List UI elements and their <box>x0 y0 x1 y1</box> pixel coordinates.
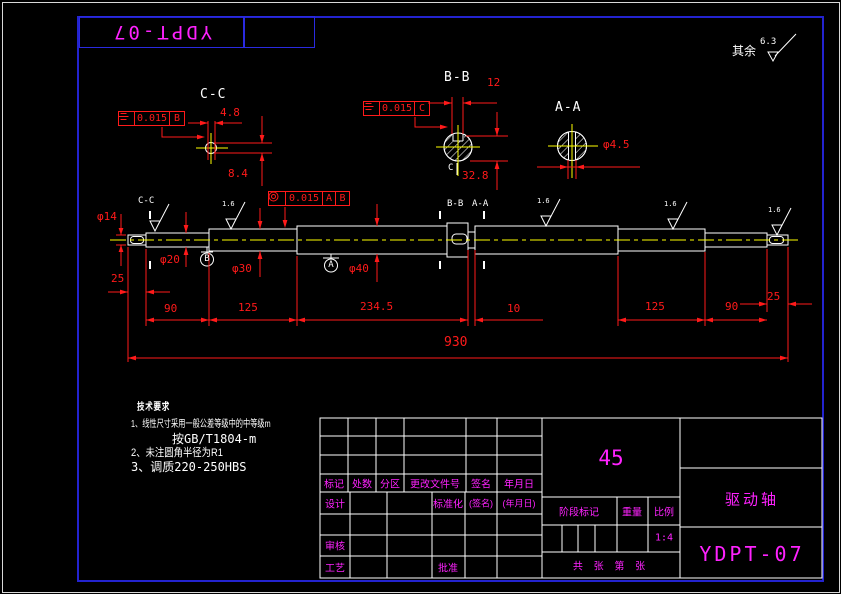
tb-sheet-note: 共 张 第 张 <box>572 561 650 573</box>
cut-label-aa: A-A <box>472 199 489 209</box>
dim-125-left: 125 <box>238 301 258 314</box>
fcf-symmetry-cc: 0.015 B <box>118 111 185 126</box>
tb-part-name: 驱动轴 <box>724 491 780 509</box>
datum-a-label: A <box>328 260 334 270</box>
fcf-cc-datum: B <box>169 111 185 126</box>
tb-process-label: 工艺 <box>325 563 345 575</box>
tb-standard-label: 标准化 <box>433 499 463 511</box>
fcf-bb-value: 0.015 <box>379 101 415 116</box>
tech-req-line1: 1、线性尺寸采用一般公差等级中的中等级m <box>131 419 271 430</box>
rest-roughness-label: 其余 <box>732 44 757 58</box>
dim-10: 10 <box>507 302 521 315</box>
dim-phi14: φ14 <box>97 210 117 223</box>
datum-b-label: B <box>204 254 210 264</box>
dim-cc-8-4: 8.4 <box>228 167 248 180</box>
fcf-main-datum2: B <box>335 191 350 206</box>
dim-bb-12: 12 <box>487 76 501 89</box>
dim-125-right: 125 <box>645 300 665 313</box>
fcf-cc-value: 0.015 <box>134 111 170 126</box>
datum-a-flag <box>323 254 339 273</box>
dim-90-right: 90 <box>725 300 739 313</box>
centerlines <box>110 124 802 241</box>
tb-material: 45 <box>598 446 624 470</box>
tech-req-line4: 3、调质220-250HBS <box>131 460 247 474</box>
fcf-main-value: 0.015 <box>285 191 323 206</box>
roughness-value: 1.6 <box>664 200 677 208</box>
datum-c-label: C <box>448 163 454 173</box>
tech-req-line3: 2、未注圆角半径为R1 <box>131 447 223 459</box>
corner-empty-box <box>243 16 315 48</box>
tb-sig-label: (签名) <box>469 498 493 509</box>
tb-approve-label: 批准 <box>438 563 458 575</box>
general-roughness-value: 6.3 <box>760 37 777 47</box>
dim-25-left: 25 <box>111 272 125 285</box>
drawing-frame <box>77 16 824 582</box>
tb-change-doc-label: 更改文件号 <box>410 479 460 491</box>
symmetry-icon <box>363 101 380 116</box>
tb-date-label: 年月日 <box>504 479 534 491</box>
roughness-value: 1.6 <box>537 197 550 205</box>
dim-25-right: 25 <box>767 290 781 303</box>
tech-req-title: 技术要求 <box>137 402 170 413</box>
dim-total-930: 930 <box>444 335 468 350</box>
titleblock-grid <box>319 417 823 579</box>
roughness-value: 1.6 <box>768 206 781 214</box>
dim-bb-32-8: 32.8 <box>462 169 489 182</box>
section-bb-title: B-B <box>444 70 471 85</box>
tb-scale-label: 比例 <box>654 507 674 519</box>
concentricity-icon <box>268 191 286 206</box>
dim-cc-4-8: 4.8 <box>220 106 240 119</box>
dim-aa-phi4-5: φ4.5 <box>603 138 630 151</box>
fcf-symmetry-bb: 0.015 C <box>363 101 430 116</box>
dim-phi40: φ40 <box>349 262 369 275</box>
fcf-main-datum1: A <box>322 191 336 206</box>
dim-phi20: φ20 <box>160 253 180 266</box>
dim-90-left: 90 <box>164 302 178 315</box>
tb-zone-label: 分区 <box>380 479 400 491</box>
tb-mark-label: 标记 <box>324 479 344 491</box>
section-cc-title: C-C <box>200 87 227 102</box>
tb-design-label: 设计 <box>325 499 345 511</box>
tb-date2-label: (年月日) <box>502 498 536 509</box>
cut-label-bb: B-B <box>447 199 464 209</box>
corner-docno-box: YDPT-07 <box>79 16 245 48</box>
section-cut-marks <box>149 211 485 269</box>
tech-req-line2: 按GB/T1804-m <box>172 432 257 446</box>
tb-sign-label: 签名 <box>471 479 491 491</box>
cut-label-cc: C-C <box>138 196 155 206</box>
fcf-concentricity: 0.015 A B <box>268 191 350 206</box>
tb-stage-label: 阶段标记 <box>559 507 599 519</box>
roughness-icon <box>149 203 170 232</box>
dimension-arrows <box>118 100 796 361</box>
tb-drawing-number: YDPT-07 <box>699 542 805 566</box>
roughness-value: 1.6 <box>222 200 235 208</box>
tb-count-label: 处数 <box>352 479 372 491</box>
tb-check-label: 审核 <box>325 541 345 553</box>
tb-scale-value: 1:4 <box>654 532 674 544</box>
general-roughness-icon <box>767 33 797 63</box>
fcf-bb-datum: C <box>414 101 430 116</box>
datum-b-flag <box>200 247 214 267</box>
tb-weight-label: 重量 <box>622 507 642 519</box>
dim-234-5: 234.5 <box>360 300 394 313</box>
symmetry-icon <box>118 111 135 126</box>
dim-phi30: φ30 <box>232 262 252 275</box>
section-aa-title: A-A <box>555 100 582 115</box>
